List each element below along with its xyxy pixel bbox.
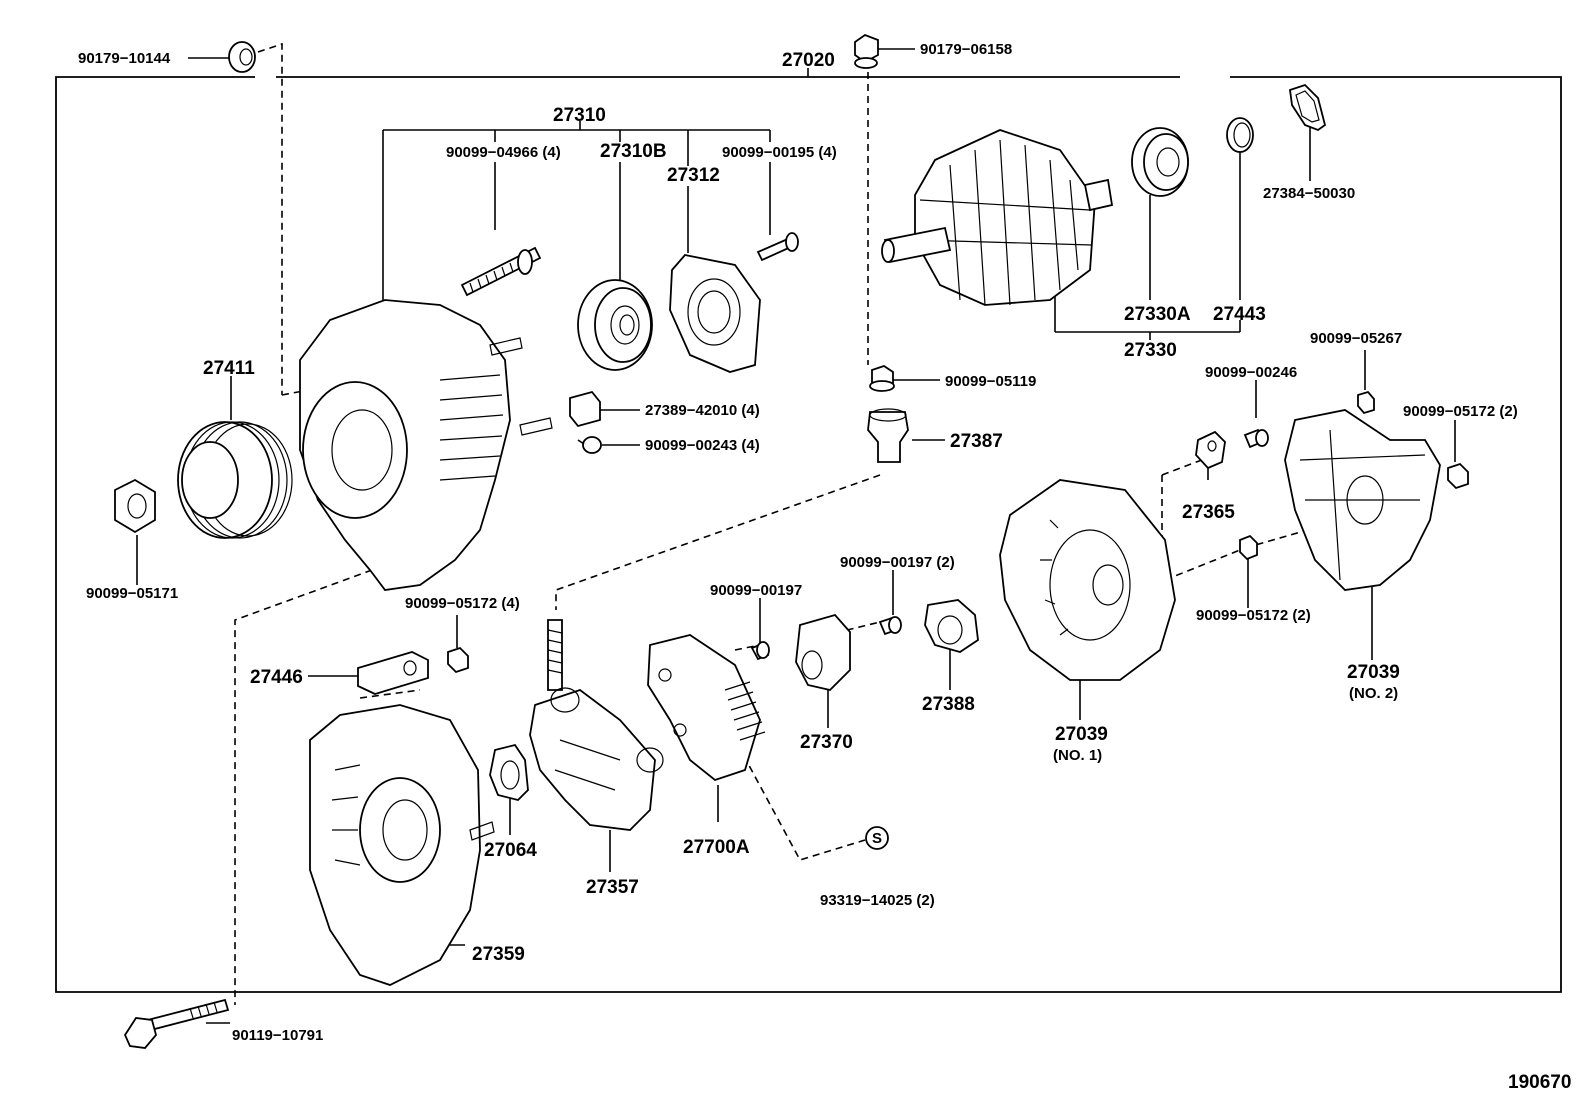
label-90099-04966: 90099−04966 (4)	[446, 144, 561, 161]
label-27384-50030: 27384−50030	[1263, 185, 1355, 202]
label-90099-05172-right: 90099−05172 (2)	[1403, 403, 1518, 420]
label-27039-no1: 27039	[1055, 724, 1108, 745]
label-90099-00246: 90099−00246	[1205, 364, 1297, 381]
screw-90099-00246	[1243, 428, 1269, 449]
rear-cover-27039-no1	[999, 479, 1176, 681]
rear-cover-27039-no2	[1284, 409, 1441, 591]
nut-90099-05267	[1357, 390, 1375, 415]
insulator-27446	[357, 651, 429, 695]
label-27370: 27370	[800, 732, 853, 753]
plate-27365	[1195, 430, 1226, 470]
nut-90099-05172-middle	[1239, 534, 1258, 561]
rectifier-end-frame-27359	[309, 704, 495, 986]
label-27700A: 27700A	[683, 837, 750, 858]
nut-90179-10144	[228, 41, 256, 73]
retainer-plate-27312	[669, 254, 761, 373]
label-90099-05172-4: 90099−05172 (4)	[405, 595, 520, 612]
insulator-27389-42010	[569, 390, 601, 428]
capnut-90179-06158	[854, 33, 879, 69]
callout-lines	[136, 48, 1456, 1024]
label-27020: 27020	[782, 50, 835, 71]
label-90099-00243: 90099−00243 (4)	[645, 437, 760, 454]
screw-90099-00197-2	[878, 616, 902, 636]
bush-27387	[867, 408, 909, 463]
label-27411: 27411	[203, 358, 255, 379]
label-27330: 27330	[1124, 340, 1177, 361]
label-27310B: 27310B	[600, 141, 667, 162]
label-90119-10791: 90119−10791	[232, 1027, 323, 1044]
label-27312: 27312	[667, 165, 720, 186]
label-27443: 27443	[1213, 304, 1266, 325]
label-90099-05267: 90099−05267	[1310, 330, 1402, 347]
cap-27388	[924, 599, 979, 653]
label-27359: 27359	[472, 944, 525, 965]
screw-90099-00195	[756, 232, 799, 262]
regulator-27700A	[647, 634, 766, 782]
label-27039-no2: 27039	[1347, 662, 1400, 683]
label-27330A: 27330A	[1124, 304, 1191, 325]
label-90099-05119: 90099−05119	[945, 373, 1036, 390]
pulley-27411	[177, 421, 293, 539]
bolt-90119-10791	[123, 998, 230, 1049]
label-27389-42010: 27389−42010 (4)	[645, 402, 760, 419]
label-93319-14025: 93319−14025 (2)	[820, 892, 935, 909]
label-27388: 27388	[922, 694, 975, 715]
assembly-frame	[55, 68, 1562, 993]
label-90099-05172-middle: 90099−05172 (2)	[1196, 607, 1311, 624]
label-27039-no1-sub: (NO. 1)	[1053, 747, 1102, 764]
stud-90099-04966	[460, 246, 542, 297]
bearing-27330A	[1131, 127, 1189, 197]
label-27357: 27357	[586, 877, 639, 898]
label-27387: 27387	[950, 431, 1003, 452]
screw-90099-00243	[577, 436, 602, 454]
terminal-27370	[795, 613, 851, 691]
part-labels: 90179−10144 27020 90179−06158 27310 9009…	[78, 41, 1571, 1093]
nut-90099-05172-right	[1447, 462, 1469, 490]
label-27064: 27064	[484, 840, 537, 861]
bearing-27310B	[577, 279, 653, 371]
label-90099-00197-2: 90099−00197 (2)	[840, 554, 955, 571]
label-90099-05171: 90099−05171	[86, 585, 178, 602]
s-mark: S	[865, 826, 889, 850]
ring-27443	[1226, 117, 1254, 153]
nut-90099-05171	[114, 478, 156, 534]
gasket-27064	[489, 743, 529, 801]
nut-90099-05172-4	[447, 646, 469, 674]
label-27039-no2-sub: (NO. 2)	[1349, 685, 1398, 702]
s-mark-letter: S	[872, 830, 882, 847]
screw-90099-00197	[750, 641, 770, 661]
label-27365: 27365	[1182, 502, 1235, 523]
capnut-90099-05119	[869, 365, 895, 392]
label-90179-10144: 90179−10144	[78, 50, 171, 67]
seal-27384-50030	[1289, 83, 1327, 132]
rectifier-27357	[529, 619, 664, 831]
label-90099-00197: 90099−00197	[710, 582, 802, 599]
label-27446: 27446	[250, 667, 303, 688]
rotor-27330	[881, 129, 1114, 306]
drive-end-frame	[299, 299, 553, 591]
label-90179-06158: 90179−06158	[920, 41, 1012, 58]
label-27310: 27310	[553, 105, 606, 126]
figure-code: 190670	[1508, 1072, 1571, 1093]
label-90099-00195: 90099−00195 (4)	[722, 144, 837, 161]
